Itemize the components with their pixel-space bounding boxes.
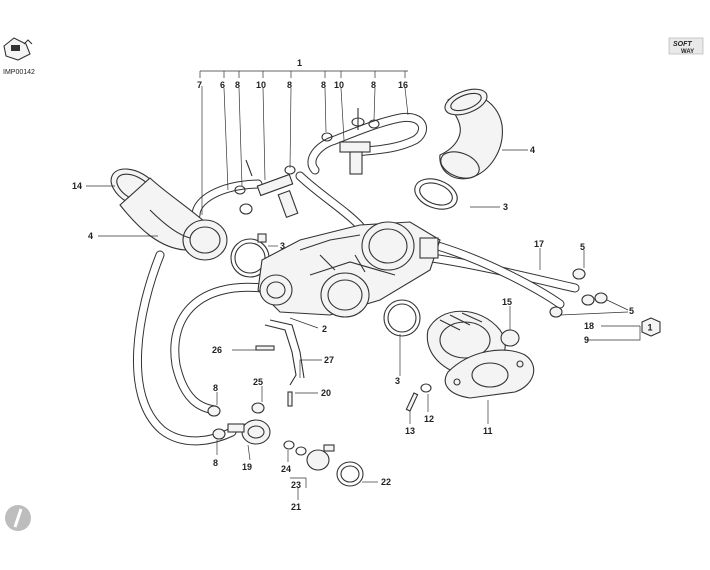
- callout-label: 14: [72, 181, 82, 191]
- fuel-injectors: [234, 108, 380, 219]
- svg-text:1: 1: [648, 323, 653, 333]
- callout-labels: 1 7 6 8 10 8 8 10 8 16 14 4 3 4 3 17 5 5…: [72, 58, 634, 512]
- engine-block-icon: [3, 37, 33, 61]
- intake-boot-left: [110, 168, 228, 261]
- callout-label: 10: [256, 80, 266, 90]
- callout-label: 8: [371, 80, 376, 90]
- callout-label: 4: [88, 231, 93, 241]
- callout-label: 19: [242, 462, 252, 472]
- intake-boot-right: [439, 88, 503, 180]
- bolt-13: [405, 383, 432, 412]
- reference-badge: 1: [641, 317, 661, 337]
- fitting-19: [227, 419, 271, 445]
- callout-label: 8: [213, 383, 218, 393]
- callout-label: 23: [291, 480, 301, 490]
- callout-label: 17: [534, 239, 544, 249]
- hose-clamps-5: [549, 268, 608, 318]
- callout-label: 5: [629, 306, 634, 316]
- callout-label: 8: [287, 80, 292, 90]
- callout-label: 27: [324, 355, 334, 365]
- image-code: IMP00142: [3, 69, 35, 76]
- nut-25: [251, 402, 265, 414]
- circle-slash-icon: [5, 505, 31, 531]
- clamp-3-lower: [383, 299, 421, 337]
- brand-logo: SOFT WAY: [668, 37, 704, 55]
- hose-clips-8: [207, 405, 226, 440]
- svg-text:SOFT: SOFT: [673, 41, 692, 48]
- callout-label: 20: [321, 388, 331, 398]
- callout-label: 2: [322, 324, 327, 334]
- callout-label: 15: [502, 297, 512, 307]
- svg-text:WAY: WAY: [681, 49, 694, 55]
- callout-label: 3: [503, 202, 508, 212]
- callout-label: 13: [405, 426, 415, 436]
- callout-label: 1: [297, 58, 302, 68]
- callout-label: 9: [584, 335, 589, 345]
- leader-lines: [86, 70, 641, 500]
- callout-label: 4: [530, 145, 535, 155]
- bolt-26: [255, 345, 275, 351]
- o-ring-22: [336, 461, 364, 487]
- sensor-23: [283, 440, 335, 471]
- callout-label: 3: [280, 241, 285, 251]
- callout-label: 6: [220, 80, 225, 90]
- callout-label: 26: [212, 345, 222, 355]
- throttle-body: [257, 221, 441, 318]
- hoses: [133, 112, 580, 446]
- callout-label: 16: [398, 80, 408, 90]
- callout-label: 8: [213, 458, 218, 468]
- callout-label: 8: [235, 80, 240, 90]
- callout-label: 10: [334, 80, 344, 90]
- callout-label: 25: [253, 377, 263, 387]
- callout-label: 5: [580, 242, 585, 252]
- bolt-20: [287, 391, 293, 407]
- callout-label: 8: [321, 80, 326, 90]
- callout-label: 3: [395, 376, 400, 386]
- callout-label: 11: [483, 426, 493, 436]
- callout-label: 22: [381, 477, 391, 487]
- callout-label: 24: [281, 464, 291, 474]
- callout-label: 12: [424, 414, 434, 424]
- callout-label: 7: [197, 80, 202, 90]
- callout-label: 18: [584, 321, 594, 331]
- bracket-27: [264, 319, 305, 386]
- callout-label: 21: [291, 502, 301, 512]
- clamp-right: [414, 178, 458, 210]
- intake-manifold: [426, 310, 535, 399]
